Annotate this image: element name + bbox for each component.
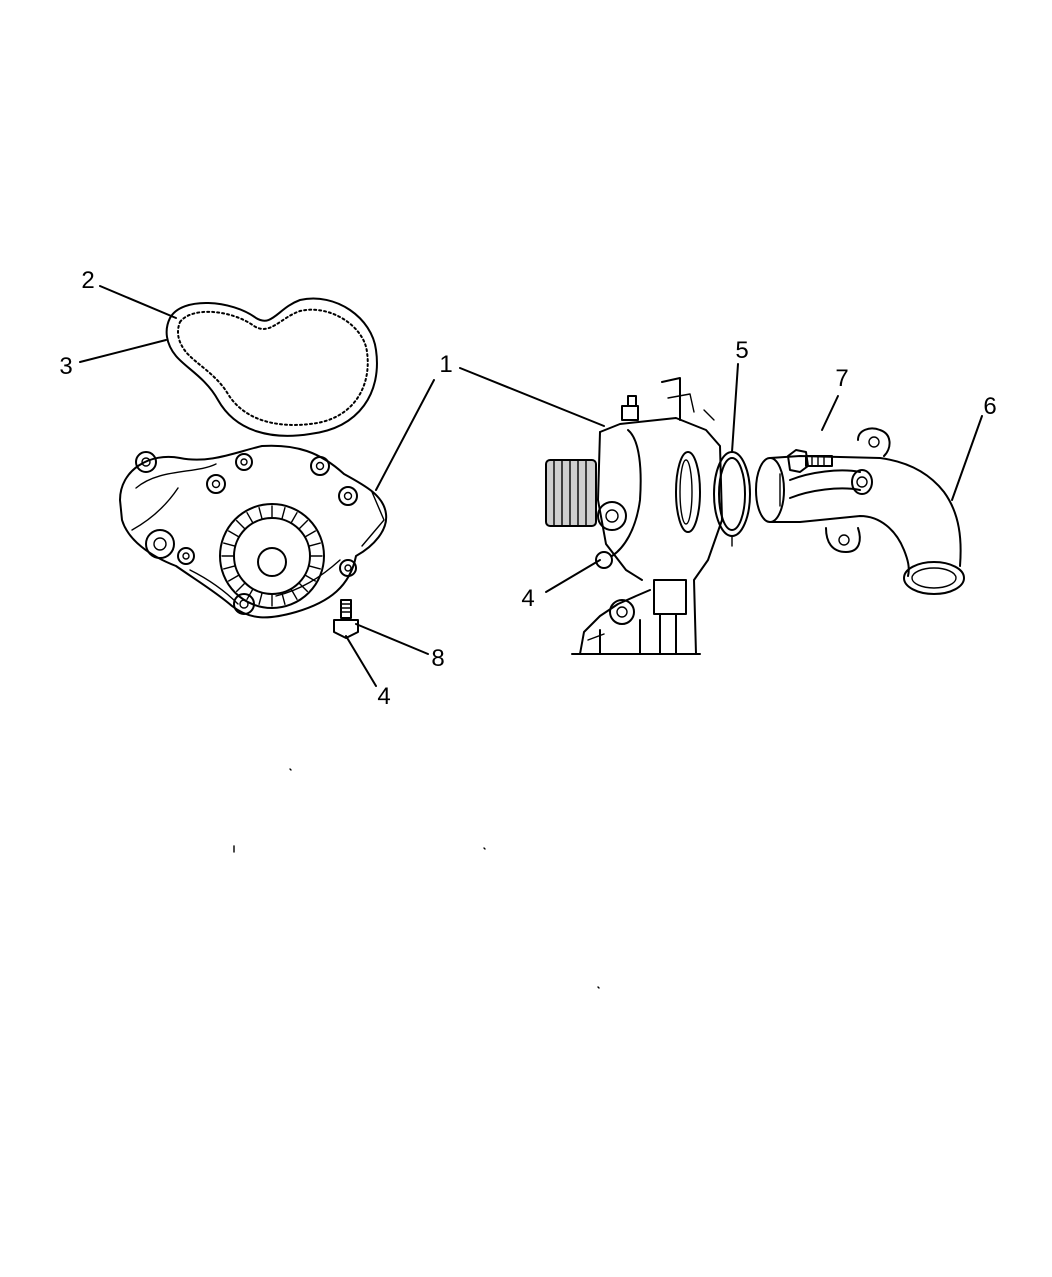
callout-4-lower: 4 — [377, 683, 390, 710]
callout-5: 5 — [735, 337, 748, 364]
sprocket-tooth — [304, 574, 317, 582]
water-pump-front-view — [119, 444, 388, 619]
sprocket-tooth — [298, 519, 309, 530]
sprocket-tooth — [290, 588, 298, 601]
sprocket-tooth — [235, 582, 246, 593]
sprocket-tooth — [258, 507, 263, 520]
callout-3: 3 — [59, 353, 72, 380]
sprocket-tooth — [223, 542, 236, 547]
pump-mounting-bosses — [135, 451, 358, 615]
tube-bolt — [787, 449, 833, 473]
engine-block-installed-view — [545, 377, 723, 655]
pump-bolt — [333, 599, 359, 639]
sprocket-tooth — [235, 519, 246, 530]
scan-specks — [233, 768, 600, 989]
callout-labels: 2 3 1 4 5 7 6 8 4 — [59, 267, 996, 710]
callout-1: 1 — [439, 351, 452, 378]
sprocket-tooth — [298, 582, 309, 593]
sprocket-tooth — [290, 511, 298, 524]
callout-6: 6 — [983, 393, 996, 420]
sprocket-tooth — [246, 588, 254, 601]
callout-2: 2 — [81, 267, 94, 294]
sprocket-tooth — [281, 592, 286, 605]
sprocket-tooth — [246, 511, 254, 524]
sprocket-tooth — [258, 592, 263, 605]
sprocket-tooth — [308, 565, 321, 570]
pump-gasket — [165, 297, 378, 437]
sprocket-tooth — [227, 530, 240, 538]
leader-lines — [79, 285, 983, 687]
pump-sprocket-teeth — [221, 505, 323, 607]
sprocket-tooth — [304, 530, 317, 538]
sprocket-tooth — [223, 565, 236, 570]
sprocket-tooth — [227, 574, 240, 582]
callout-8: 8 — [431, 645, 444, 672]
sprocket-tooth — [281, 507, 286, 520]
inlet-tube — [755, 427, 965, 595]
sprocket-tooth — [308, 542, 321, 547]
o-ring — [713, 451, 751, 547]
callout-4-upper: 4 — [521, 585, 534, 612]
callout-7: 7 — [835, 365, 848, 392]
